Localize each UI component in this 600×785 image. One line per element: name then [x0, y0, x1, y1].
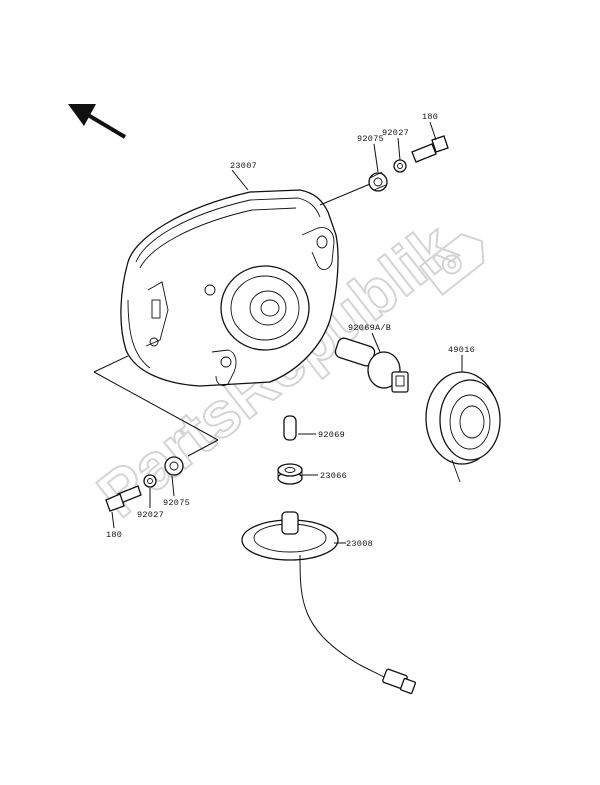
bulb — [334, 337, 409, 393]
bolt-bottom — [105, 485, 142, 512]
grommet-bottom — [164, 456, 184, 476]
grommet-small — [277, 463, 303, 485]
small-bulb — [283, 415, 297, 441]
label-rim: 49016 — [448, 345, 475, 355]
headlight-housing — [120, 189, 339, 387]
washer-bottom — [143, 474, 157, 488]
label-headlight: 23007 — [230, 161, 257, 171]
label-bolt-top: 180 — [422, 112, 438, 122]
label-small-bulb: 92069 — [318, 430, 345, 440]
label-bulb: 92069A/B — [348, 323, 391, 333]
leader-line — [319, 183, 371, 206]
label-washer-bottom: 92027 — [137, 510, 164, 520]
arrow-up-left-icon — [68, 104, 127, 139]
socket — [241, 511, 417, 695]
label-washer-top: 92027 — [382, 128, 409, 138]
label-socket: 23008 — [346, 539, 373, 549]
leader-lines — [111, 121, 463, 544]
label-grommet-bottom: 92075 — [163, 498, 190, 508]
label-grommet-top: 92075 — [357, 134, 384, 144]
rim — [425, 371, 501, 483]
label-bolt-bottom: 180 — [106, 530, 122, 540]
bolt-top — [411, 135, 449, 163]
grommet-top — [368, 171, 388, 192]
washer-top — [393, 159, 407, 173]
label-grommet-small: 23066 — [320, 471, 347, 481]
gear-icon — [418, 233, 485, 297]
guide-lines — [93, 355, 219, 457]
